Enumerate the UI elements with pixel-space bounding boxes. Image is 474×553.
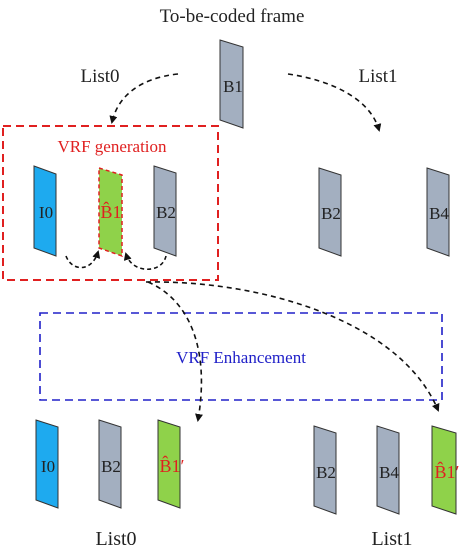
frame-gen-b2-label: B2	[156, 203, 176, 222]
arrow-b2-to-b1hat	[123, 252, 167, 270]
arrow-b1-to-list1	[287, 73, 382, 132]
list0-top-label: List0	[80, 66, 119, 87]
frame-gen-b1hat-label: B̂1	[100, 201, 121, 222]
frame-out1-b4: B4	[376, 425, 400, 515]
frame-gen-b2: B2	[153, 165, 177, 257]
frame-out1-b2: B2	[313, 425, 337, 515]
frame-out0-b1prime-label: B̂1′	[160, 455, 185, 476]
vrf-enhancement-label: VRF Enhancement	[176, 348, 306, 367]
frame-out1-b1prime: B̂1′	[431, 425, 460, 515]
arrow-b1-to-list0	[109, 73, 179, 124]
frame-out0-i0: I0	[35, 419, 59, 509]
frame-out0-i0-label: I0	[41, 457, 55, 476]
vrf-generation-box	[2, 125, 219, 281]
list0-bottom-label: List0	[95, 528, 136, 550]
frame-out1-b4-label: B4	[379, 463, 399, 482]
frame-list1-b2-label: B2	[321, 204, 341, 223]
frame-gen-i0: I0	[33, 165, 57, 257]
frame-list1-b2: B2	[318, 167, 342, 257]
frame-list1-b4: B4	[426, 167, 450, 257]
frame-gen-i0-label: I0	[39, 203, 53, 222]
frame-out0-b1prime: B̂1′	[157, 419, 185, 509]
list1-top-label: List1	[358, 66, 397, 87]
vrf-enhancement-box	[39, 312, 443, 401]
list1-bottom-label: List1	[371, 528, 412, 550]
frame-out0-b2-label: B2	[101, 457, 121, 476]
frame-out1-b2-label: B2	[316, 463, 336, 482]
arrow-i0-to-b1hat	[65, 250, 101, 269]
frame-out0-b2: B2	[98, 419, 122, 509]
frame-list1-b4-label: B4	[429, 204, 449, 223]
frame-out1-b1prime-label: B̂1′	[435, 461, 460, 482]
frame-top-b1: B1	[219, 39, 244, 129]
arrow-b1hat-to-list1-b1prime	[145, 281, 440, 412]
diagram-title: To-be-coded frame	[160, 6, 305, 27]
vrf-generation-label: VRF generation	[57, 137, 167, 156]
frame-top-b1-label: B1	[223, 77, 243, 96]
frame-gen-b1hat: B̂1	[98, 166, 123, 258]
